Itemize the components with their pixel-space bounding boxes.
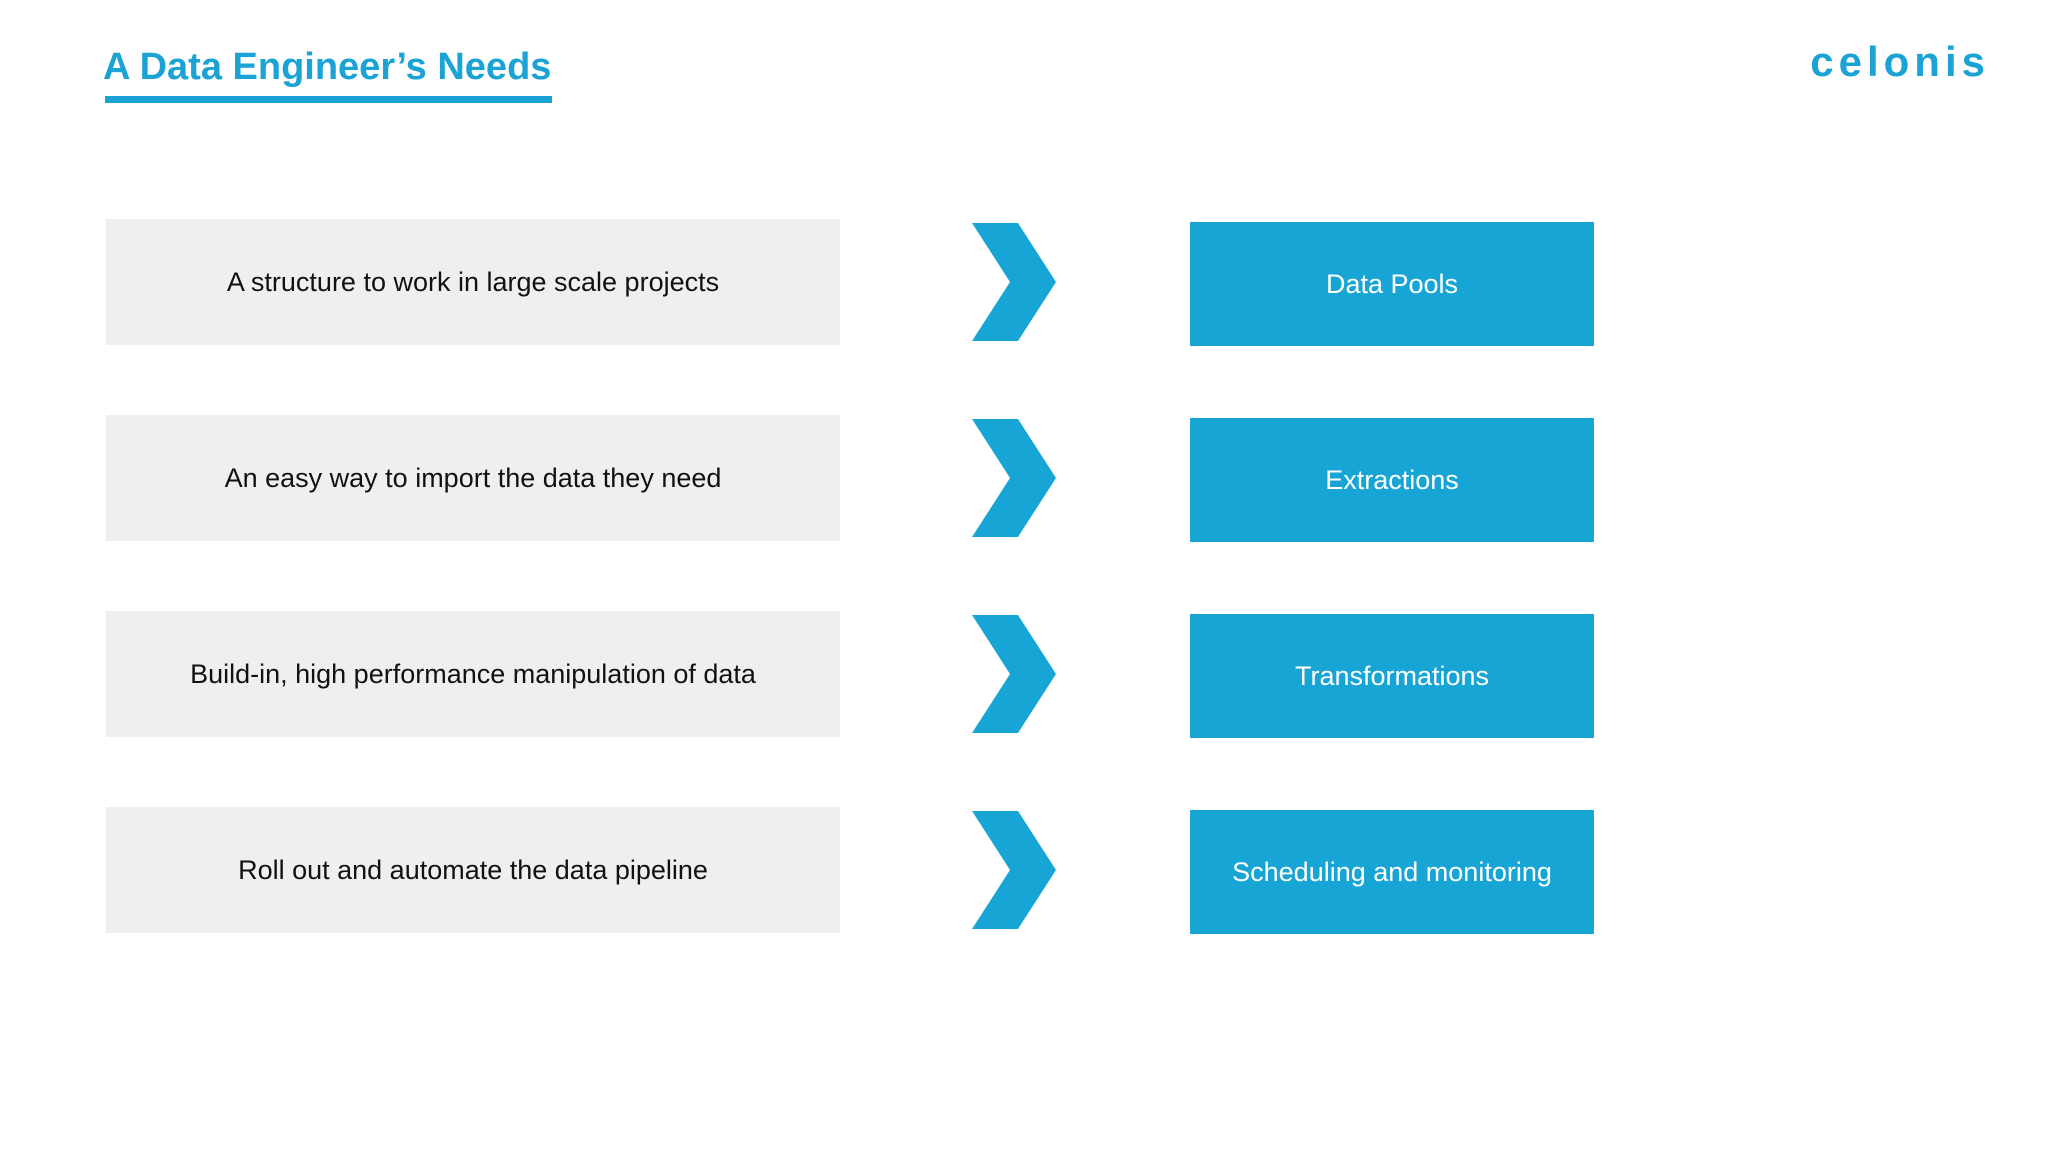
need-row: Build-in, high performance manipulation … [0, 611, 2048, 738]
feature-box: Transformations [1190, 614, 1594, 738]
need-row: Roll out and automate the data pipeline … [0, 807, 2048, 934]
feature-box: Data Pools [1190, 222, 1594, 346]
need-text: Roll out and automate the data pipeline [238, 854, 708, 885]
need-text: An easy way to import the data they need [224, 462, 722, 493]
need-text: Build-in, high performance manipulation … [190, 658, 756, 689]
feature-box: Scheduling and monitoring [1190, 810, 1594, 934]
title-underline [105, 96, 552, 103]
need-row: An easy way to import the data they need… [0, 415, 2048, 542]
feature-text: Extractions [1325, 464, 1459, 495]
need-box: An easy way to import the data they need [106, 415, 840, 541]
chevron-right-icon [972, 615, 1056, 733]
chevron-right-icon [972, 811, 1056, 929]
need-row: A structure to work in large scale proje… [0, 219, 2048, 346]
chevron-right-icon [972, 419, 1056, 537]
chevron-right-icon [972, 223, 1056, 341]
need-box: Roll out and automate the data pipeline [106, 807, 840, 933]
feature-text: Transformations [1294, 660, 1490, 691]
feature-text: Data Pools [1325, 268, 1459, 299]
need-box: Build-in, high performance manipulation … [106, 611, 840, 737]
feature-box: Extractions [1190, 418, 1594, 542]
need-box: A structure to work in large scale proje… [106, 219, 840, 345]
celonis-logo: celonis [1810, 38, 1990, 85]
page-title: A Data Engineer’s Needs [103, 46, 552, 88]
need-text: A structure to work in large scale proje… [226, 266, 720, 297]
feature-text: Scheduling and monitoring [1232, 856, 1552, 887]
